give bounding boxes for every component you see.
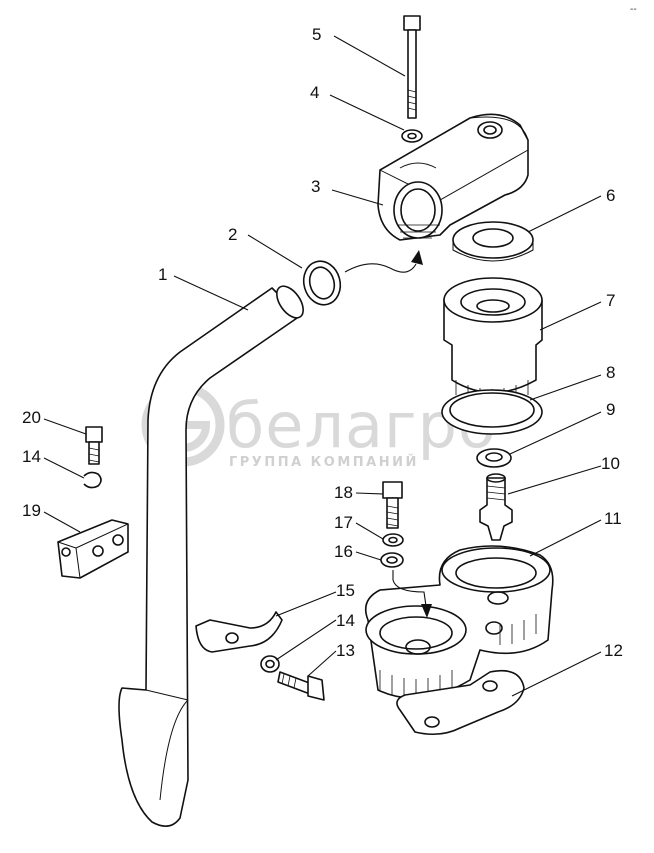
part-9-washer — [476, 448, 512, 468]
callout-7: 7 — [606, 291, 615, 310]
part-4-washer — [401, 129, 423, 143]
watermark: белагро ГРУППА КОМПАНИЙ — [141, 383, 496, 470]
callout-20: 20 — [22, 408, 41, 427]
callout-19: 19 — [22, 501, 41, 520]
callout-12: 12 — [604, 641, 623, 660]
assembly-arrowhead-2 — [411, 250, 423, 265]
callout-17: 17 — [334, 513, 353, 532]
part-14-spring-washer-right — [260, 655, 280, 673]
part-12-base-flange — [396, 669, 525, 736]
callout-14-right: 14 — [336, 611, 355, 630]
callout-labels: 5 4 3 2 1 6 7 8 9 10 11 12 13 14 15 16 1… — [22, 25, 623, 660]
leader-lines — [43, 35, 602, 697]
callout-8: 8 — [606, 363, 615, 382]
callout-6: 6 — [606, 186, 615, 205]
callout-3: 3 — [311, 177, 320, 196]
part-15-clamp — [195, 611, 283, 653]
assembly-arrow-2 — [344, 263, 417, 273]
part-13-bolt — [277, 671, 325, 701]
part-1-pipe — [118, 285, 304, 827]
callout-5: 5 — [312, 25, 321, 44]
callout-4: 4 — [310, 83, 319, 102]
callout-15: 15 — [336, 581, 355, 600]
part-6-flat-ring — [452, 221, 534, 262]
part-11-twin-housing — [364, 545, 554, 699]
part-20-bolt — [85, 426, 103, 465]
callout-10: 10 — [601, 454, 620, 473]
part-7-cylinder — [443, 277, 543, 404]
part-16-washer — [380, 552, 404, 568]
callout-11: 11 — [604, 509, 622, 528]
part-8-o-ring — [441, 389, 543, 435]
callout-13: 13 — [336, 641, 355, 660]
part-5-long-bolt — [403, 15, 421, 119]
callout-9: 9 — [606, 400, 615, 419]
assembly-arrowhead-11 — [421, 604, 432, 618]
part-10-fitting — [479, 473, 513, 541]
part-19-bracket — [57, 519, 129, 579]
callout-18: 18 — [334, 483, 353, 502]
part-17-washer — [382, 533, 404, 547]
part-2-o-ring — [302, 260, 342, 306]
corner-mark: -- — [630, 4, 637, 15]
part-3-housing — [377, 113, 529, 241]
callout-2: 2 — [228, 225, 237, 244]
callout-14-left: 14 — [22, 447, 41, 466]
part-14-spring-washer-left — [83, 471, 102, 489]
part-18-bolt — [382, 481, 403, 529]
callout-16: 16 — [334, 542, 353, 561]
assembly-arrow-11 — [392, 570, 427, 607]
watermark-subtitle: ГРУППА КОМПАНИЙ — [229, 454, 419, 470]
callout-1: 1 — [158, 265, 167, 284]
